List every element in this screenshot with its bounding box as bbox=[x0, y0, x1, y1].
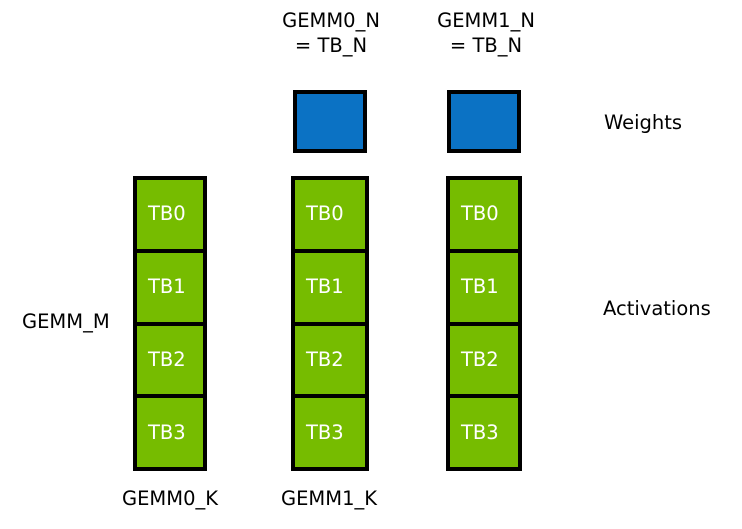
footer-label-gemm0-k: GEMM0_K bbox=[121, 487, 219, 510]
activations-block-label: TB3 bbox=[148, 420, 186, 444]
activations-block-label: TB2 bbox=[306, 347, 344, 371]
activations-block-label: TB1 bbox=[461, 275, 499, 299]
activations-block-label: TB3 bbox=[306, 420, 344, 444]
activations-block: TB0 bbox=[291, 176, 369, 253]
activations-block: TB3 bbox=[446, 394, 522, 471]
legend-label-weights: Weights bbox=[604, 111, 683, 134]
activations-block: TB0 bbox=[446, 176, 522, 253]
footer-label-gemm1-k: GEMM1_K bbox=[280, 487, 378, 510]
activations-block-label: TB0 bbox=[148, 202, 186, 226]
activations-block: TB3 bbox=[291, 394, 369, 471]
activations-block: TB1 bbox=[291, 248, 369, 326]
activations-block-label: TB0 bbox=[461, 202, 499, 226]
activations-block-label: TB3 bbox=[461, 420, 499, 444]
header-gemm1-n: GEMM1_N = TB_N bbox=[437, 9, 535, 57]
axis-label-gemm-m: GEMM_M bbox=[22, 310, 110, 333]
activations-block-label: TB1 bbox=[148, 275, 186, 299]
activations-block: TB1 bbox=[133, 248, 207, 326]
activations-block-label: TB2 bbox=[461, 347, 499, 371]
activations-block-label: TB2 bbox=[148, 347, 186, 371]
activations-column-gemm-m: TB0 TB1 TB2 TB3 bbox=[133, 176, 207, 471]
activations-block-label: TB0 bbox=[306, 202, 344, 226]
activations-column-gemm1: TB0 TB1 TB2 TB3 bbox=[446, 176, 522, 471]
weights-block-gemm1 bbox=[447, 90, 521, 153]
activations-block: TB0 bbox=[133, 176, 207, 253]
activations-column-gemm0: TB0 TB1 TB2 TB3 bbox=[291, 176, 369, 471]
activations-block: TB2 bbox=[446, 321, 522, 399]
activations-block-label: TB1 bbox=[306, 275, 344, 299]
activations-block: TB2 bbox=[133, 321, 207, 399]
legend-label-activations: Activations bbox=[603, 297, 711, 320]
activations-block: TB2 bbox=[291, 321, 369, 399]
activations-block: TB1 bbox=[446, 248, 522, 326]
activations-block: TB3 bbox=[133, 394, 207, 471]
weights-block-gemm0 bbox=[293, 90, 367, 153]
header-gemm0-n: GEMM0_N = TB_N bbox=[282, 9, 380, 57]
